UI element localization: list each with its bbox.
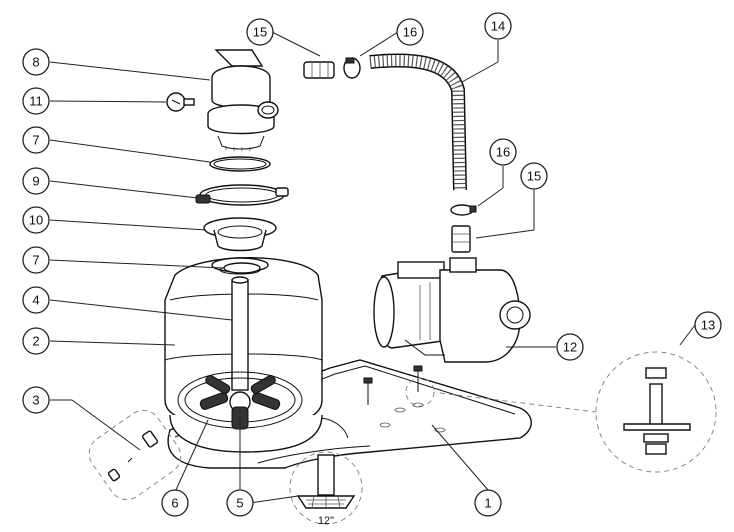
callout-2-number: 2 bbox=[32, 334, 39, 349]
filter-collar bbox=[203, 217, 277, 252]
callout-14: 14 bbox=[484, 12, 512, 40]
mounting-bolt-detail bbox=[439, 351, 717, 473]
callout-6: 6 bbox=[161, 489, 189, 517]
callout-15-top-number: 15 bbox=[253, 25, 267, 40]
callout-13-number: 13 bbox=[701, 318, 715, 333]
callout-10: 10 bbox=[22, 206, 50, 234]
callout-2: 2 bbox=[22, 327, 50, 355]
base-bolts bbox=[363, 365, 435, 407]
lateral-size-label: 12" bbox=[318, 515, 334, 527]
callout-3: 3 bbox=[22, 386, 50, 414]
drain-plug bbox=[88, 409, 182, 501]
callout-1: 1 bbox=[474, 489, 502, 517]
callout-8-number: 8 bbox=[32, 55, 39, 70]
callout-7-bottom: 7 bbox=[22, 246, 50, 274]
callout-7-top: 7 bbox=[22, 126, 50, 154]
callout-11-number: 11 bbox=[29, 94, 43, 109]
callout-6-number: 6 bbox=[171, 496, 178, 511]
callout-5-number: 5 bbox=[236, 496, 243, 511]
leader-lines bbox=[49, 31, 696, 504]
hose-clamp-upper bbox=[343, 57, 361, 79]
pressure-gauge bbox=[166, 92, 195, 112]
callout-1-number: 1 bbox=[484, 496, 491, 511]
callout-15-top: 15 bbox=[246, 18, 274, 46]
callout-11: 11 bbox=[22, 87, 50, 115]
hose-fitting-lower bbox=[451, 225, 471, 253]
callout-3-number: 3 bbox=[32, 393, 39, 408]
callout-7-top-number: 7 bbox=[32, 133, 39, 148]
callout-4-number: 4 bbox=[32, 293, 39, 308]
standpipe bbox=[231, 276, 249, 391]
clamp-ring bbox=[195, 184, 289, 206]
callout-7-bottom-number: 7 bbox=[32, 253, 39, 268]
flexible-hose bbox=[369, 53, 467, 191]
callout-16-bottom-number: 16 bbox=[496, 145, 510, 160]
callout-12-number: 12 bbox=[563, 340, 577, 355]
pump bbox=[373, 257, 531, 363]
callout-12: 12 bbox=[556, 333, 584, 361]
multiport-valve bbox=[207, 49, 279, 151]
o-ring-tank bbox=[223, 262, 261, 274]
callout-5: 5 bbox=[226, 489, 254, 517]
callout-16-top-number: 16 bbox=[403, 25, 417, 40]
callout-10-number: 10 bbox=[29, 213, 43, 228]
filter-tank bbox=[164, 257, 349, 453]
callout-15-bottom: 15 bbox=[520, 162, 548, 190]
callout-16-top: 16 bbox=[396, 18, 424, 46]
hose-clamp-lower bbox=[450, 204, 477, 216]
callout-13: 13 bbox=[694, 311, 722, 339]
callout-9: 9 bbox=[22, 167, 50, 195]
callout-8: 8 bbox=[22, 48, 50, 76]
o-ring-top bbox=[209, 156, 271, 172]
callout-4: 4 bbox=[22, 286, 50, 314]
callout-16-bottom: 16 bbox=[489, 138, 517, 166]
callout-15-bottom-number: 15 bbox=[527, 169, 541, 184]
callout-14-number: 14 bbox=[491, 19, 505, 34]
hose-fitting-upper bbox=[303, 61, 335, 79]
lateral-detail: 12" bbox=[289, 451, 363, 527]
callout-9-number: 9 bbox=[32, 174, 39, 189]
